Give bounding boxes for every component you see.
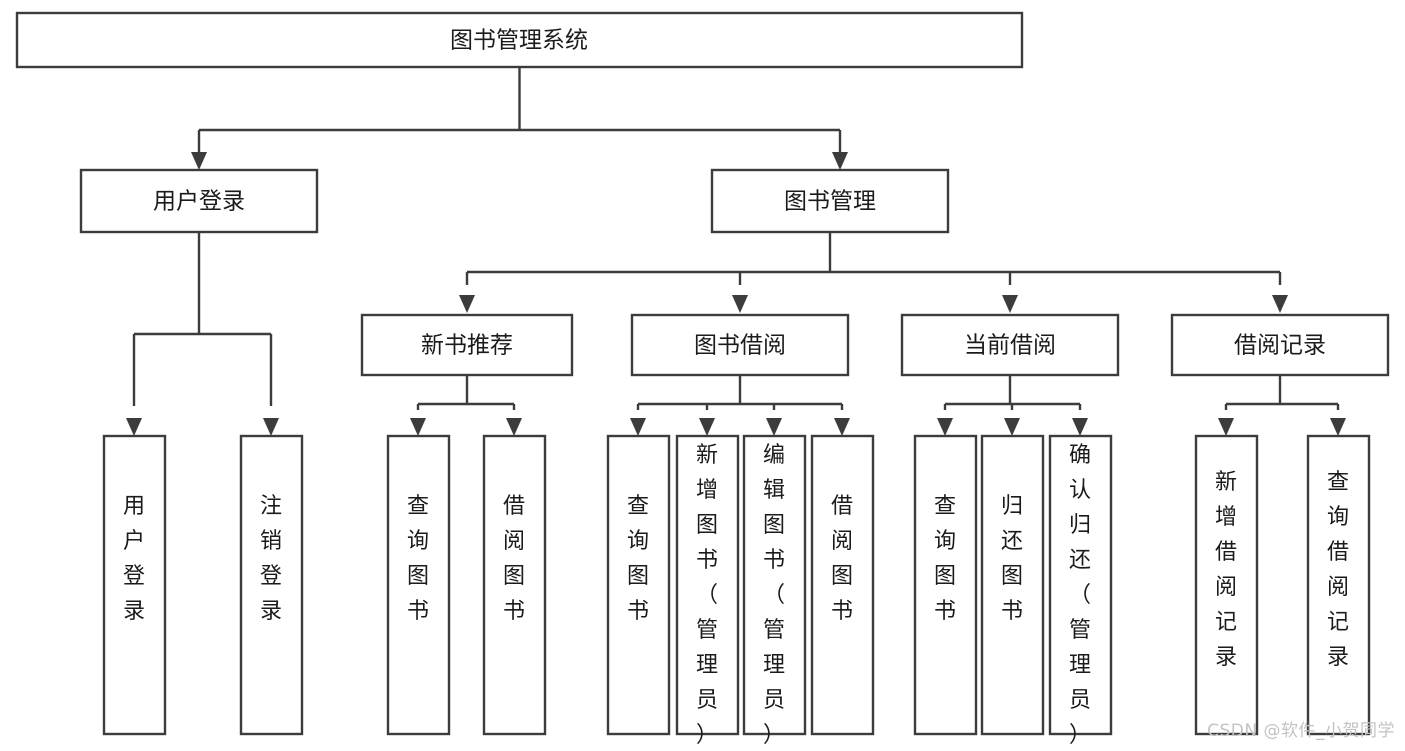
connector-bookmgmt-to-level3 (459, 232, 1288, 313)
node-new-book-recommend[interactable]: 新书推荐 (360, 313, 574, 377)
node-book-management[interactable]: 图书管理 (710, 168, 950, 234)
leaf-add-book-admin-box[interactable] (675, 434, 740, 736)
leaf-add-borrow-record[interactable]: 新增借阅记录 (1194, 434, 1259, 736)
leaf-return-book[interactable]: 归还图书 (980, 434, 1045, 736)
node-new-book-recommend-label: 新书推荐 (421, 333, 513, 359)
connector-root-to-level2 (191, 67, 848, 170)
connector-userlogin-to-leaves (126, 232, 279, 436)
node-root-label: 图书管理系统 (450, 28, 588, 54)
node-borrow-record-label: 借阅记录 (1234, 333, 1326, 359)
node-user-login-box[interactable] (79, 168, 319, 234)
node-borrow-record-box[interactable] (1170, 313, 1390, 377)
leaf-confirm-return-admin[interactable]: 确认归还（管理员） (1048, 434, 1113, 748)
node-book-management-box[interactable] (710, 168, 950, 234)
node-new-book-recommend-box[interactable] (360, 313, 574, 377)
node-book-management-label: 图书管理 (784, 189, 876, 215)
node-user-login-label: 用户登录 (153, 189, 245, 215)
leaf-query-book-current-label: 查询图书 (934, 494, 956, 624)
leaf-confirm-return-admin-label: 确认归还（管理员） (1069, 443, 1091, 747)
leaf-query-book-borrow-label: 查询图书 (627, 494, 649, 624)
leaf-logout-box[interactable] (239, 434, 304, 736)
node-current-borrow-box[interactable] (900, 313, 1120, 377)
leaf-add-book-admin[interactable]: 新增图书（管理员） (675, 434, 740, 748)
node-user-login[interactable]: 用户登录 (79, 168, 319, 234)
leaf-query-book-recommend-label: 查询图书 (407, 494, 429, 624)
leaf-user-login-box[interactable] (102, 434, 167, 736)
leaf-borrow-book-recommend-box[interactable] (482, 434, 547, 736)
leaf-query-borrow-record[interactable]: 查询借阅记录 (1306, 434, 1371, 736)
leaf-borrow-book-recommend-label: 借阅图书 (503, 494, 525, 624)
leaf-borrow-book-box[interactable] (810, 434, 875, 736)
leaf-edit-book-admin[interactable]: 编辑图书（管理员） (742, 434, 807, 748)
leaf-edit-book-admin-box[interactable] (742, 434, 807, 736)
leaf-logout[interactable]: 注销登录 (239, 434, 304, 736)
leaf-query-borrow-record-box[interactable] (1306, 434, 1371, 736)
leaf-user-login[interactable]: 用户登录 (102, 434, 167, 736)
leaf-borrow-book-label: 借阅图书 (831, 494, 853, 624)
connector-borrowrecord-to-leaves (1218, 375, 1346, 436)
leaf-confirm-return-admin-box[interactable] (1048, 434, 1113, 736)
leaf-query-book-current[interactable]: 查询图书 (913, 434, 978, 736)
node-current-borrow[interactable]: 当前借阅 (900, 313, 1120, 377)
node-book-borrow[interactable]: 图书借阅 (630, 313, 850, 377)
leaf-return-book-box[interactable] (980, 434, 1045, 736)
leaf-query-book-borrow[interactable]: 查询图书 (606, 434, 671, 736)
node-book-borrow-label: 图书借阅 (694, 333, 786, 359)
connector-newbook-to-leaves (410, 375, 522, 436)
node-borrow-record[interactable]: 借阅记录 (1170, 313, 1390, 377)
leaf-borrow-book-recommend[interactable]: 借阅图书 (482, 434, 547, 736)
connector-bookborrow-to-leaves (630, 375, 850, 436)
leaf-add-book-admin-label: 新增图书（管理员） (696, 443, 718, 747)
leaf-add-borrow-record-box[interactable] (1194, 434, 1259, 736)
leaf-logout-label: 注销登录 (260, 494, 282, 624)
node-root-box[interactable] (15, 11, 1024, 69)
leaf-query-book-borrow-box[interactable] (606, 434, 671, 736)
watermark: CSDN @软件_小贺同学 (1207, 721, 1395, 741)
leaf-add-borrow-record-label: 新增借阅记录 (1215, 470, 1237, 670)
leaf-return-book-label: 归还图书 (1001, 494, 1023, 624)
node-current-borrow-label: 当前借阅 (964, 333, 1056, 359)
leaf-query-borrow-record-label: 查询借阅记录 (1327, 470, 1349, 670)
leaf-query-book-recommend-box[interactable] (386, 434, 451, 736)
connector-currentborrow-to-leaves (937, 375, 1088, 436)
leaf-query-book-recommend[interactable]: 查询图书 (386, 434, 451, 736)
leaf-borrow-book[interactable]: 借阅图书 (810, 434, 875, 736)
node-book-borrow-box[interactable] (630, 313, 850, 377)
node-root[interactable]: 图书管理系统 (15, 11, 1024, 69)
leaf-edit-book-admin-label: 编辑图书（管理员） (763, 443, 785, 747)
leaf-user-login-label: 用户登录 (123, 494, 145, 624)
leaf-query-book-current-box[interactable] (913, 434, 978, 736)
